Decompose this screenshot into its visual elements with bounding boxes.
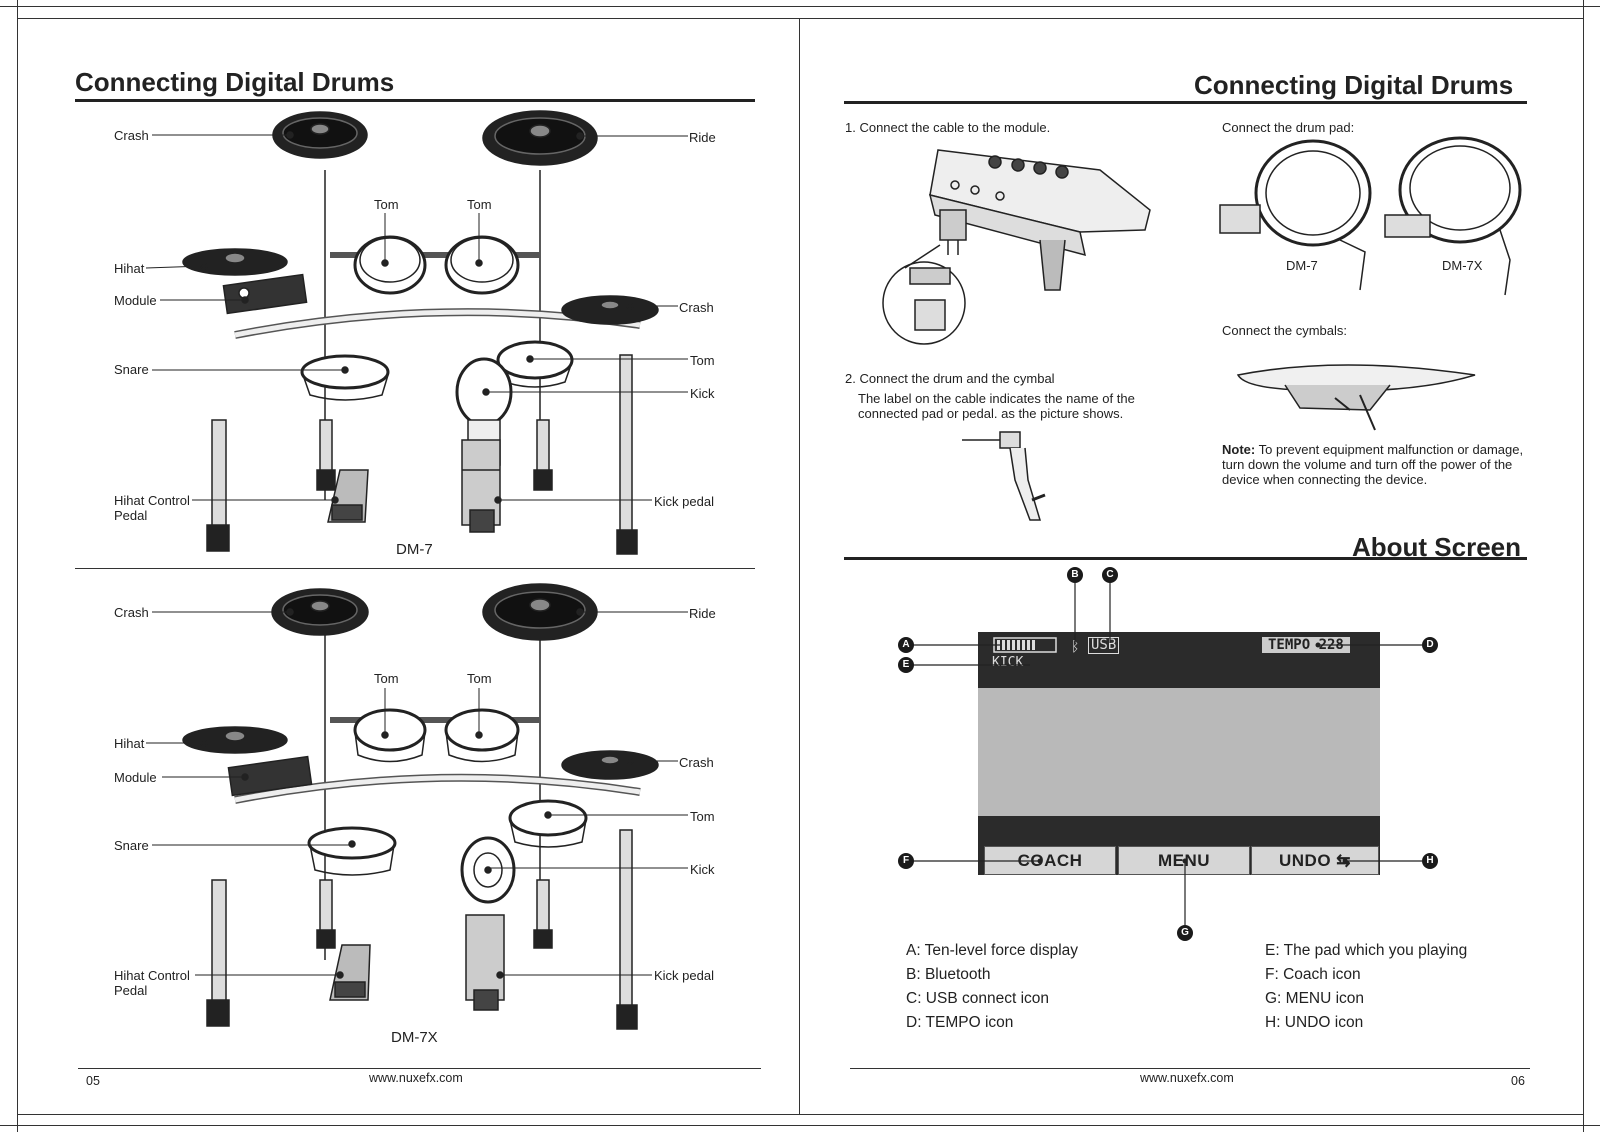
page-inner-bottom [18,1114,1583,1115]
note-line1: To prevent equipment malfunction or dama… [1255,442,1524,457]
marker-c: C [1102,567,1118,583]
menu-button[interactable]: MENU [1118,846,1250,875]
crop-line-bottom [0,1125,1600,1126]
label-tom: Tom [374,671,399,686]
label-module: Module [114,770,157,785]
marker-f: F [898,853,914,869]
step2-line2: connected pad or pedal. as the picture s… [858,406,1124,421]
left-page-number: 05 [86,1074,100,1088]
label-kick-pedal: Kick pedal [654,494,714,509]
label-hihat-control: Hihat Control [114,968,190,983]
marker-b: B [1067,567,1083,583]
label-tom: Tom [467,197,492,212]
label-crash: Crash [114,605,149,620]
legend-right: E: The pad which you playing F: Coach ic… [1265,939,1467,1035]
note-line3: device when connecting the device. [1222,472,1428,487]
page-inner-top [18,18,1583,19]
legend-item-f: F: Coach icon [1265,966,1361,983]
left-title-rule [75,99,755,102]
pad-label-dm7: DM-7 [1286,258,1318,273]
label-pedal: Pedal [114,983,148,998]
legend-item-d: D: TEMPO icon [906,1014,1014,1031]
label-snare: Snare [114,838,149,853]
label-crash: Crash [679,300,714,315]
drum-pad-heading: Connect the drum pad: [1222,120,1355,135]
label-tom: Tom [690,353,715,368]
step2-title: 2. Connect the drum and the cymbal [845,371,1055,386]
note-text: Note: To prevent equipment malfunction o… [1222,442,1542,487]
right-footer-rule [850,1068,1530,1069]
step1-text: 1. Connect the cable to the module. [845,120,1051,135]
kit-name-dm7: DM-7 [396,541,433,558]
marker-h: H [1422,853,1438,869]
pad-name-display: KICK [992,655,1024,670]
right-title-rule [844,101,1527,104]
note-label: Note: [1222,442,1256,457]
step2-line1: The label on the cable indicates the nam… [858,391,1135,406]
right-page-number: 06 [1511,1074,1525,1088]
label-kick-pedal: Kick pedal [654,968,714,983]
pad-label-dm7x: DM-7X [1442,258,1483,273]
crop-line-right [1583,0,1584,1132]
legend-item-b: B: Bluetooth [906,966,991,983]
label-ride: Ride [689,606,716,621]
kit-divider [75,568,755,569]
left-page-title: Connecting Digital Drums [75,67,395,97]
right-footer-url: www.nuxefx.com [1140,1071,1234,1085]
left-footer-rule [78,1068,761,1069]
label-hihat: Hihat [114,261,145,276]
legend-item-a: A: Ten-level force display [906,942,1079,959]
kit-name-dm7x: DM-7X [391,1029,438,1046]
marker-e: E [898,657,914,673]
drum-kit-illustration-dm7x [146,583,688,1030]
label-hihat: Hihat [114,736,145,751]
crop-line-top [0,6,1600,7]
cymbals-heading: Connect the cymbals: [1222,323,1348,338]
label-ride: Ride [689,130,716,145]
about-screen-rule [844,557,1527,560]
drum-kit-illustration-dm7 [145,110,688,555]
tempo-icon: TEMPO 228 [1262,637,1350,653]
label-crash: Crash [679,755,714,770]
page-spine [799,18,800,1114]
label-module: Module [114,293,157,308]
label-kick: Kick [690,862,715,877]
legend-item-g: G: MENU icon [1265,990,1365,1007]
label-crash: Crash [114,128,149,143]
lcd-display-area [978,688,1380,816]
label-tom: Tom [467,671,492,686]
marker-a: A [898,637,914,653]
marker-d: D [1422,637,1438,653]
label-kick: Kick [690,386,715,401]
legend-item-h: H: UNDO icon [1265,1014,1364,1031]
legend-left: A: Ten-level force display B: Bluetooth … [906,939,1078,1035]
note-line2: turn down the volume and turn off the po… [1222,457,1513,472]
label-pedal: Pedal [114,508,148,523]
right-page-title: Connecting Digital Drums [1194,70,1514,100]
bluetooth-icon: ᛒ [1071,639,1079,655]
label-tom: Tom [374,197,399,212]
crop-line-left [17,0,18,1132]
legend-item-c: C: USB connect icon [906,990,1050,1007]
label-snare: Snare [114,362,149,377]
label-tom: Tom [690,809,715,824]
left-footer-url: www.nuxefx.com [369,1071,463,1085]
marker-g: G [1177,925,1193,941]
label-hihat-control: Hihat Control [114,493,190,508]
legend-item-e: E: The pad which you playing [1265,942,1468,959]
